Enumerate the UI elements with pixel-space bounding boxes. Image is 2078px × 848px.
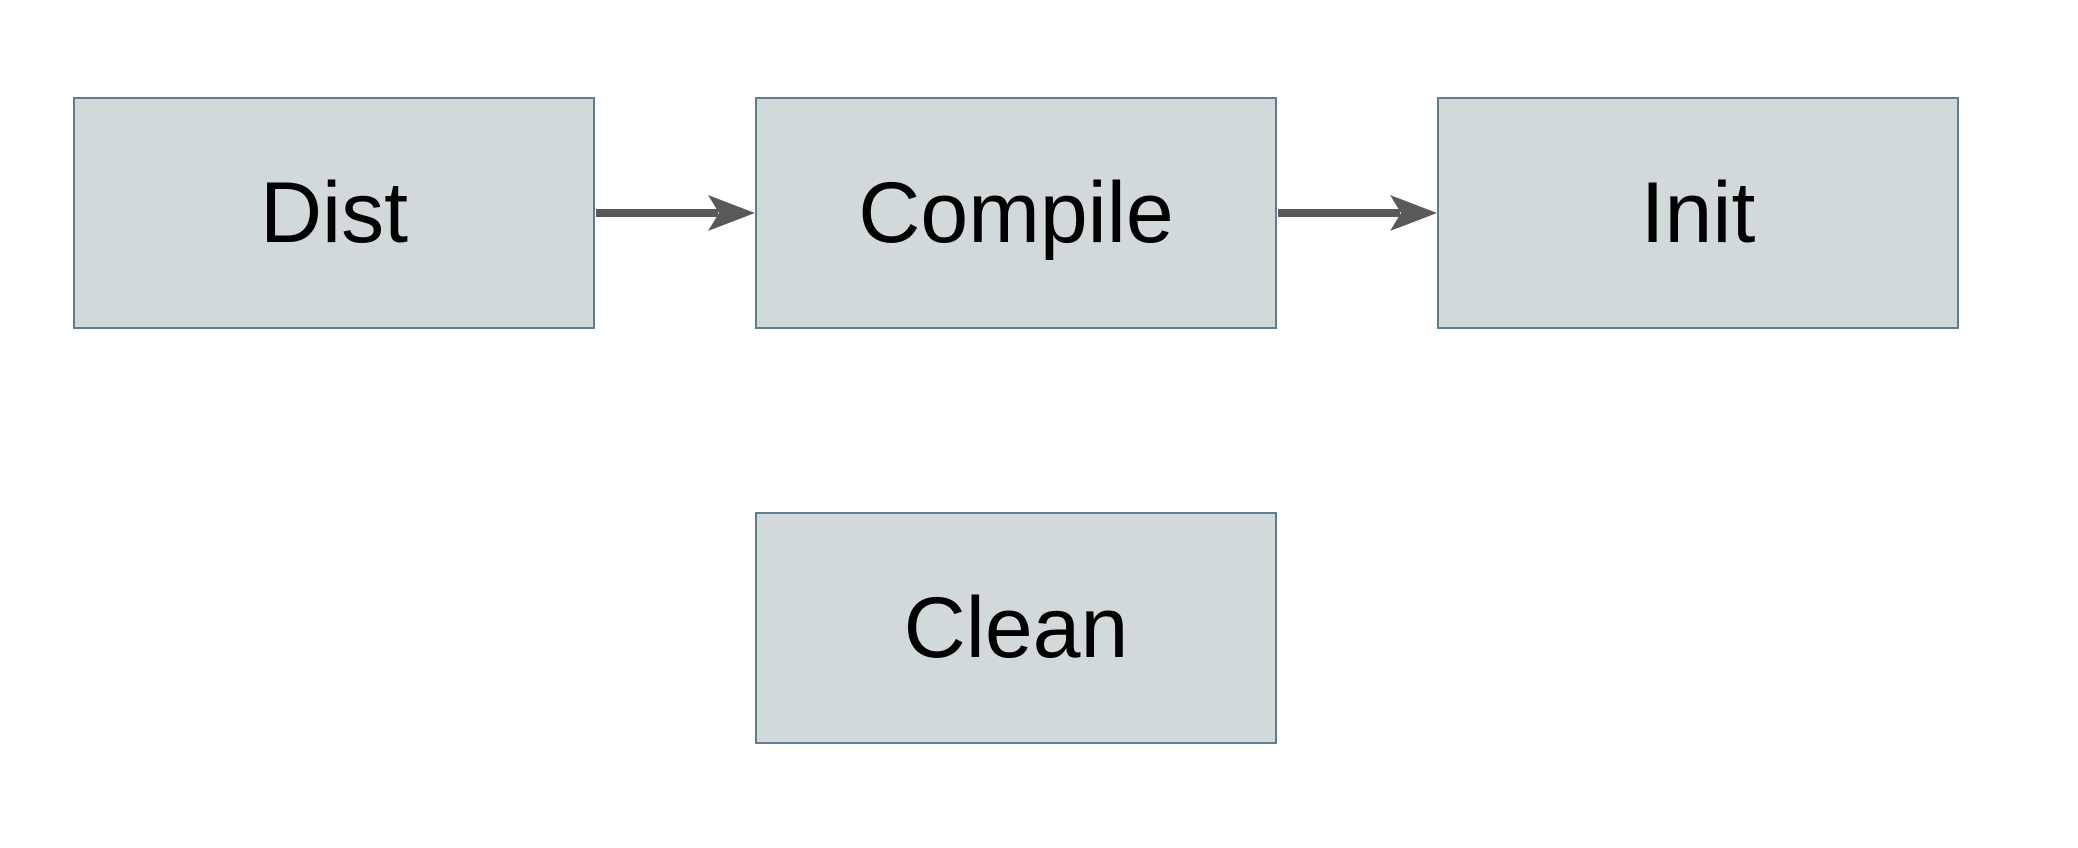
node-dist-label: Dist [259, 165, 409, 261]
arrow-dist-to-compile-icon [596, 195, 755, 231]
node-clean-label: Clean [903, 580, 1129, 676]
node-compile[interactable]: Compile [755, 97, 1277, 329]
node-clean[interactable]: Clean [755, 512, 1277, 744]
arrow-compile-to-init-icon [1278, 195, 1437, 231]
node-init[interactable]: Init [1437, 97, 1959, 329]
node-compile-label: Compile [858, 165, 1174, 261]
node-dist[interactable]: Dist [73, 97, 595, 329]
node-init-label: Init [1640, 165, 1756, 261]
